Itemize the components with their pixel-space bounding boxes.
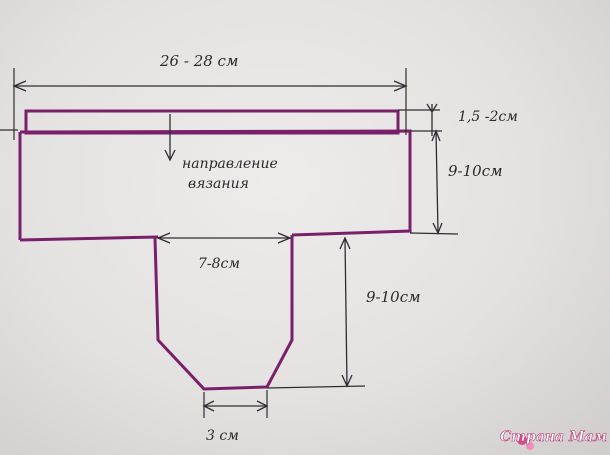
main-body-outline: [18, 129, 412, 242]
tab-width-label: 7-8см: [198, 256, 240, 272]
knit-direction-label-line2: вязания: [188, 176, 249, 192]
tab-bottom-width-dimension: [202, 400, 269, 412]
band-height-label: 1,5 -2см: [458, 109, 518, 125]
knit-direction-arrow: [164, 114, 176, 162]
tab-bottom-width-label: 3 см: [206, 428, 239, 444]
tab-bottom-extension: [266, 385, 366, 389]
tab-height-dimension: [339, 236, 353, 388]
body-bottom-extension: [409, 232, 459, 235]
tab-height-label: 9-10см: [366, 288, 421, 306]
lower-tab-outline: [153, 235, 294, 391]
watermark-logo-icon: [517, 435, 534, 450]
band-height-dimension: [426, 103, 438, 136]
watermark-text: Страна Мам: [500, 429, 607, 445]
knit-direction-label-line1: направление: [182, 156, 278, 172]
total-width-label: 26 - 28 см: [159, 52, 238, 70]
tab-width-dimension: [156, 232, 292, 244]
body-height-dimension: [431, 129, 443, 235]
body-height-label: 9-10см: [448, 162, 503, 180]
watermark: Страна Мам: [500, 429, 607, 450]
total-width-dimension: [12, 80, 408, 92]
